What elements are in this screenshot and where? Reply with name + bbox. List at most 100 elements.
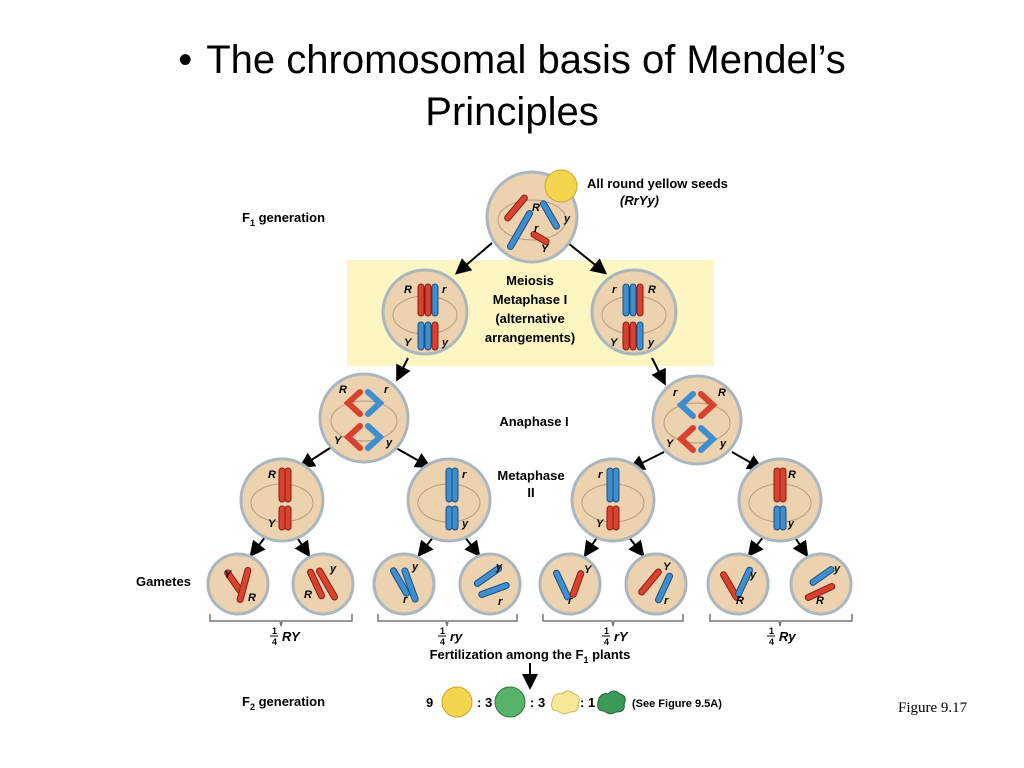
allele-label: r [384,384,389,396]
gamete-fraction-ry: 1 4 ry [438,626,463,647]
gamete-cell: y R [291,552,355,616]
ratio-value: 9 [426,695,433,710]
allele-label: y [749,569,757,581]
allele-label: y [787,518,795,530]
gamete-cell: y R [706,552,770,616]
allele-label: y [833,563,841,575]
gamete-cell: Y r [624,552,688,616]
allele-label: y [385,437,393,449]
allele-label: Y [541,243,550,255]
gamete-type-label: Ry [779,629,796,644]
round-green-seed-icon [494,686,526,718]
gamete-type-label: RY [282,629,301,644]
gamete-cell: y r [458,552,522,616]
allele-label: r [673,387,678,399]
fraction-numerator: 1 [440,626,445,636]
allele-label: Y [268,518,277,530]
allele-label: Y [334,435,343,447]
ratio-value: : 3 [477,695,492,710]
metaphase-2-cell-Ry: R y [737,457,823,543]
metaphase-2-cell-ry-lower: r y [406,457,492,543]
allele-label: y [647,337,655,349]
wrinkled-green-seed-icon [597,690,626,715]
fraction-denominator: 4 [440,637,445,647]
gamete-cell: Y R [206,552,270,616]
allele-label: r [664,595,669,607]
f2-generation-label: F2 generation [242,694,325,712]
gamete-braces [209,614,853,627]
allele-label: r [403,594,408,606]
title-line-2: Principles [425,90,599,134]
wrinkled-yellow-seed-icon [551,690,580,715]
title-line-1: The chromosomal basis of Mendel’s [206,38,846,82]
allele-label: R [404,284,412,296]
gamete-cell: y r [372,552,436,616]
top-label-line-2: (RrYy) [620,193,659,208]
yellow-seed-icon [544,169,578,203]
allele-label: R [304,589,312,601]
allele-label: r [498,596,503,608]
metaphase-2-label-line-1: Metaphase [497,468,564,483]
gamete-type-label: rY [614,629,629,644]
allele-label: y [411,561,419,573]
allele-label: R [648,284,656,296]
allele-label: R [788,469,796,481]
allele-label: Y [584,564,593,576]
fraction-denominator: 4 [769,637,774,647]
meiosis-label: Meiosis [506,273,554,288]
allele-label: r [568,595,573,607]
gametes-label: Gametes [136,574,191,589]
fraction-numerator: 1 [272,626,277,636]
fraction-numerator: 1 [769,626,774,636]
allele-label: y [329,563,337,575]
metaphase-2-cell-ry-upper: R Y [239,457,325,543]
allele-label: y [719,438,727,450]
allele-label: Y [666,438,675,450]
allele-label: R [268,469,276,481]
allele-label: r [442,284,447,296]
anaphase-1-cell-left: R r Y y [318,372,410,464]
gamete-fraction-RY: 1 4 RY [270,626,301,647]
metaphase-2-cell-rY: r Y [570,457,656,543]
allele-label: R [339,384,347,396]
fraction-denominator: 4 [272,637,277,647]
allele-label: r [462,469,467,481]
gamete-type-label: ry [450,629,463,644]
allele-label: R [718,387,726,399]
metaphase-1-label: Metaphase I [493,292,567,307]
top-label-line-1: All round yellow seeds [587,176,728,191]
see-figure-label: (See Figure 9.5A) [632,698,722,710]
metaphase-2-label-line-2: II [527,485,534,500]
arrangements-label: arrangements) [485,330,575,345]
allele-label: y [441,337,449,349]
allele-label: R [736,595,744,607]
allele-label: R [816,595,824,607]
allele-label: R [532,202,540,214]
allele-label: r [534,223,539,235]
gamete-fraction-Ry: 1 4 Ry [767,626,796,647]
slide-title: • The chromosomal basis of Mendel’s Princ… [0,34,1024,138]
allele-label: r [598,469,603,481]
allele-label: Y [404,337,413,349]
figure-caption: Figure 9.17 [898,700,968,716]
title-bullet: • [178,38,193,82]
fraction-numerator: 1 [604,626,609,636]
allele-label: y [461,518,469,530]
allele-label: r [612,284,617,296]
fertilization-label: Fertilization among the F1 plants [430,647,631,665]
anaphase-1-cell-right: r R Y y [651,374,743,466]
gamete-cell: Y r [538,552,602,616]
metaphase-1-cell-right: r R Y y [590,268,678,356]
ratio-value: : 3 [530,695,545,710]
gamete-fraction-rY: 1 4 rY [602,626,629,647]
allele-label: Y [610,337,619,349]
fraction-denominator: 4 [604,637,609,647]
allele-label: y [563,213,571,225]
f2-ratio-row: 9 : 3 : 3 : 1 (See Figure 9.5A) [426,686,722,718]
metaphase-1-cell-left: R r Y y [381,268,469,356]
allele-label: y [495,561,503,573]
allele-label: Y [596,518,605,530]
round-yellow-seed-icon [441,686,473,718]
allele-label: R [248,592,256,604]
